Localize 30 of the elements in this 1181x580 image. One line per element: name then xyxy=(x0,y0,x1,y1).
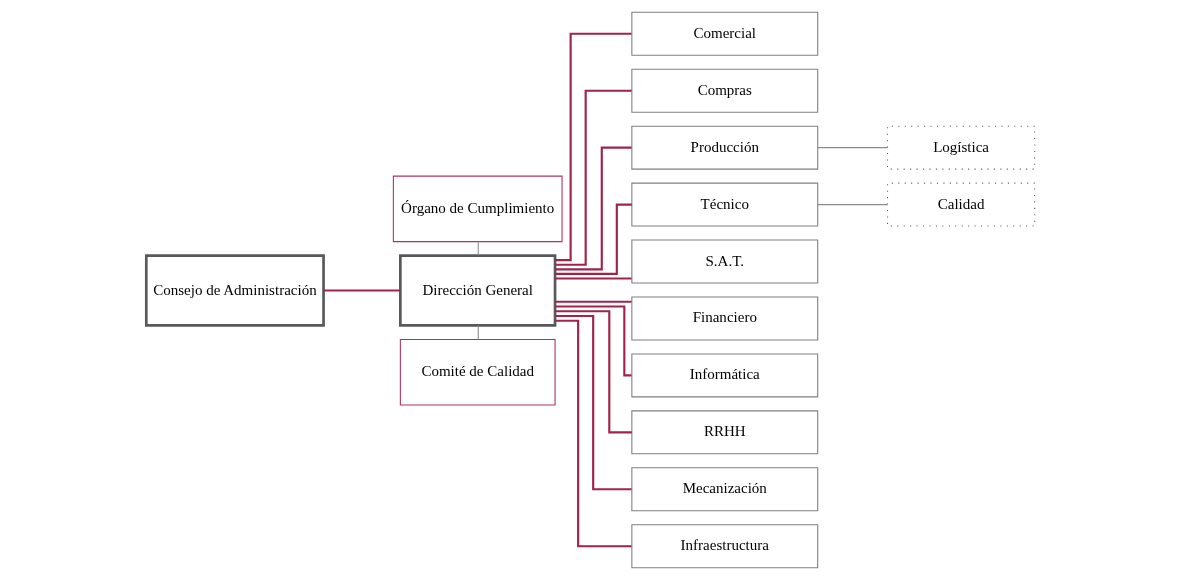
connector xyxy=(817,147,888,149)
node-box: Compras xyxy=(631,68,819,113)
connector xyxy=(555,203,632,275)
connector xyxy=(555,277,632,280)
connector xyxy=(555,310,632,434)
node-box: RRHH xyxy=(631,410,819,455)
node-box: Infraestructura xyxy=(631,524,819,569)
connector xyxy=(555,305,632,377)
connector xyxy=(555,319,632,548)
node-box: Logística xyxy=(887,125,1036,170)
connector xyxy=(555,300,632,303)
connector xyxy=(555,314,632,491)
connector xyxy=(555,89,632,266)
node-box: Técnico xyxy=(631,182,819,227)
node-box: Consejo de Administración xyxy=(144,254,325,327)
node-box: Comité de Calidad xyxy=(399,338,556,406)
node-box: Mecanización xyxy=(631,467,819,512)
node-box: Producción xyxy=(631,125,819,170)
node-box: Financiero xyxy=(631,296,819,341)
node-box: S.A.T. xyxy=(631,239,819,284)
node-box: Informática xyxy=(631,353,819,398)
connector xyxy=(555,32,632,262)
connector xyxy=(817,204,888,206)
connector xyxy=(323,289,401,292)
connector xyxy=(555,146,632,271)
node-box: Órgano de Cumplimiento xyxy=(392,175,563,243)
node-box: Comercial xyxy=(631,11,819,56)
node-box: Dirección General xyxy=(399,254,557,327)
node-box: Calidad xyxy=(887,182,1036,227)
connector xyxy=(477,241,479,257)
